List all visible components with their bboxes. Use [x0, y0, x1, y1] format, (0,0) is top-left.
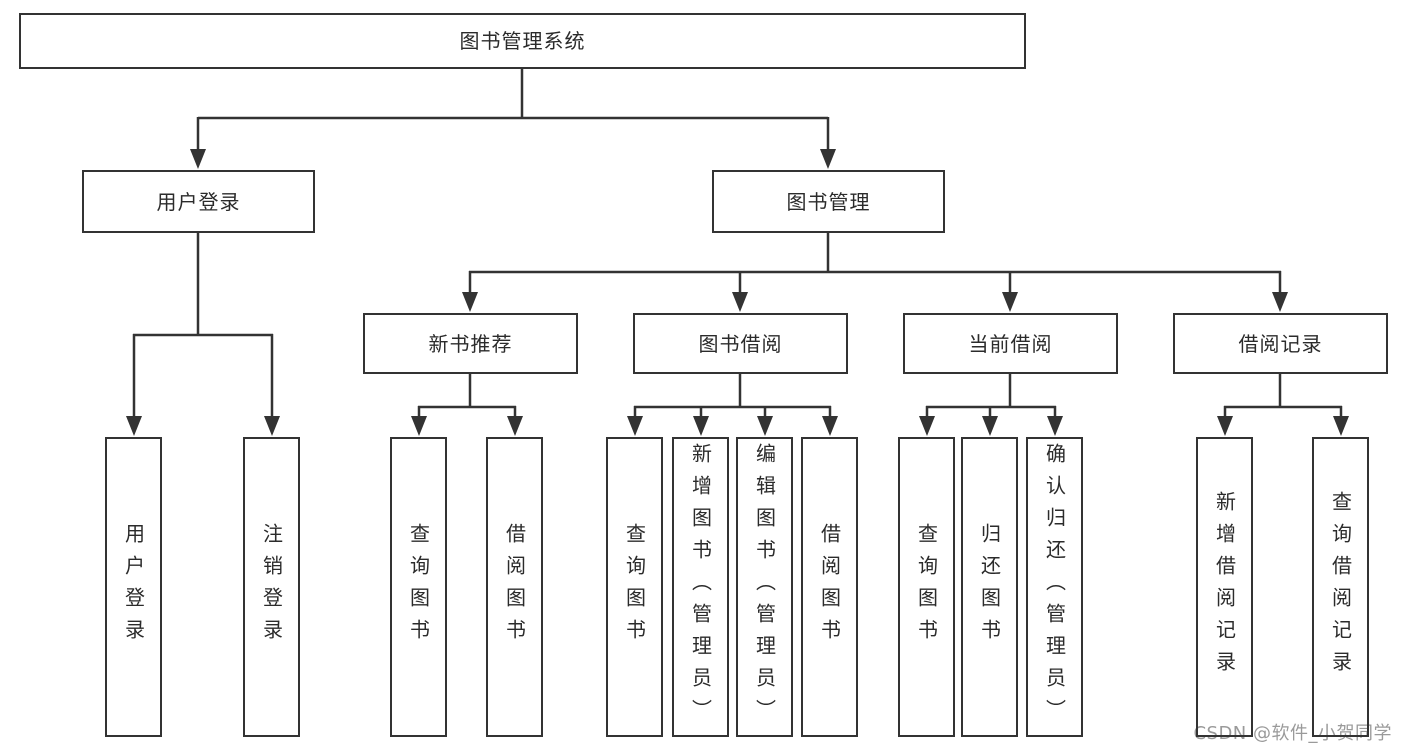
leaf-add-books-admin: 新增图书（管理员）: [672, 437, 729, 737]
node-book-management: 图书管理: [712, 170, 945, 233]
node-label: 图书管理: [786, 189, 871, 214]
arrowhead-icons: [126, 149, 1349, 436]
leaf-confirm-return-admin: 确认归还（管理员）: [1026, 437, 1083, 737]
node-book-borrowing: 图书借阅: [633, 313, 848, 374]
node-new-book-recommend: 新书推荐: [363, 313, 578, 374]
leaf-return-books: 归还图书: [961, 437, 1018, 737]
leaf-recommend-borrow-books: 借阅图书: [486, 437, 543, 737]
node-label: 查询图书: [914, 523, 939, 651]
node-user-login: 用户登录: [82, 170, 315, 233]
leaf-add-borrow-record: 新增借阅记录: [1196, 437, 1253, 737]
node-label: 新增图书（管理员）: [688, 443, 713, 731]
node-label: 查询借阅记录: [1328, 491, 1353, 683]
node-label: 确认归还（管理员）: [1042, 443, 1067, 731]
node-label: 图书管理系统: [459, 29, 586, 53]
node-borrowing-records: 借阅记录: [1173, 313, 1388, 374]
node-label: 用户登录: [156, 189, 241, 214]
leaf-recommend-query-books: 查询图书: [390, 437, 447, 737]
node-label: 图书借阅: [698, 331, 783, 356]
node-label: 查询图书: [622, 523, 647, 651]
node-label: 归还图书: [977, 523, 1002, 651]
leaf-borrowing-query-books: 查询图书: [606, 437, 663, 737]
node-label: 借阅记录: [1238, 331, 1323, 356]
node-label: 当前借阅: [968, 331, 1053, 356]
node-label: 查询图书: [406, 523, 431, 651]
node-label: 用户登录: [121, 523, 146, 651]
node-label: 新书推荐: [428, 331, 513, 356]
leaf-user-login: 用户登录: [105, 437, 162, 737]
leaf-logout: 注销登录: [243, 437, 300, 737]
csdn-watermark: CSDN @软件_小贺同学: [1193, 723, 1392, 744]
leaf-current-query-books: 查询图书: [898, 437, 955, 737]
leaf-edit-books-admin: 编辑图书（管理员）: [736, 437, 793, 737]
node-label: 借阅图书: [817, 523, 842, 651]
leaf-borrowing-borrow-books: 借阅图书: [801, 437, 858, 737]
node-current-borrowing: 当前借阅: [903, 313, 1118, 374]
leaf-query-borrow-record: 查询借阅记录: [1312, 437, 1369, 737]
node-library-management-system: 图书管理系统: [19, 13, 1026, 69]
node-label: 新增借阅记录: [1212, 491, 1237, 683]
node-label: 注销登录: [259, 523, 284, 651]
node-label: 编辑图书（管理员）: [752, 443, 777, 731]
node-label: 借阅图书: [502, 523, 527, 651]
